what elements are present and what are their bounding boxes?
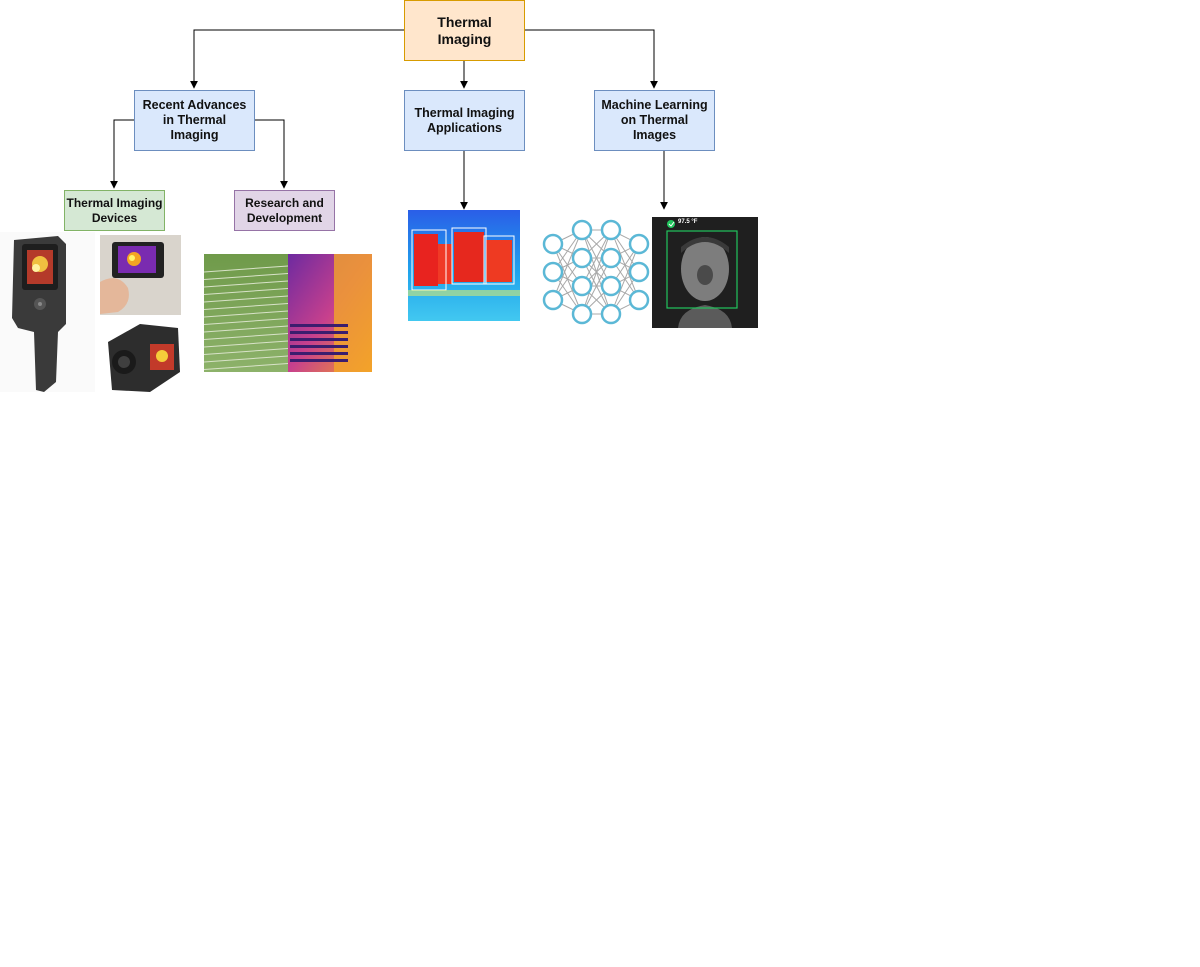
edge-advances-devices	[110, 119, 134, 189]
field-row	[204, 318, 289, 325]
root-node-label: Thermal Imaging	[437, 13, 492, 47]
thermal-face-image: 97.5 °F	[652, 217, 758, 328]
nn-node	[542, 289, 564, 311]
field-row	[204, 348, 289, 355]
thermal-row	[290, 331, 348, 334]
nn-node	[600, 303, 622, 325]
field-row	[204, 355, 289, 363]
thermal-row	[290, 352, 348, 355]
nn-node	[600, 275, 622, 297]
edge-advances-research	[255, 119, 288, 189]
node-machine-learning-label: Machine Learning on Thermal Images	[601, 98, 708, 142]
neural-network-image	[542, 216, 654, 328]
face-temperature-label: 97.5 °F	[678, 219, 698, 225]
node-recent-advances-label: Recent Advances in Thermal Imaging	[142, 98, 247, 142]
thermal-devices-image	[0, 232, 182, 392]
nn-edge	[581, 229, 612, 287]
edge-root-ml	[525, 29, 658, 89]
field-row	[204, 303, 289, 310]
thermal-row	[290, 345, 348, 348]
nn-node	[628, 233, 650, 255]
nn-node	[600, 247, 622, 269]
field-row	[204, 363, 289, 370]
nn-node	[571, 275, 593, 297]
thermal-row	[290, 338, 348, 341]
field-row	[204, 310, 289, 318]
nn-node	[571, 247, 593, 269]
field-row	[204, 288, 289, 295]
nn-edge	[581, 229, 612, 315]
nn-node	[542, 233, 564, 255]
field-row	[204, 273, 289, 280]
field-row	[204, 333, 289, 340]
node-recent-advances: Recent Advances in Thermal Imaging	[134, 90, 255, 151]
nn-node	[628, 289, 650, 311]
thermal-row	[290, 359, 348, 362]
edge-root-advances	[190, 29, 404, 89]
node-applications: Thermal Imaging Applications	[404, 90, 525, 151]
field-row	[204, 325, 289, 333]
nn-edge	[581, 257, 612, 315]
nn-node	[628, 261, 650, 283]
node-research-label: Research and Development	[245, 196, 324, 225]
nn-edge	[610, 243, 640, 315]
root-node-thermal-imaging: Thermal Imaging	[404, 0, 525, 61]
field-row	[204, 340, 289, 348]
node-devices-label: Thermal Imaging Devices	[66, 196, 163, 225]
nn-node	[542, 261, 564, 283]
nn-node	[571, 219, 593, 241]
field-row	[204, 280, 289, 288]
nn-node	[571, 303, 593, 325]
check-icon	[667, 220, 675, 228]
node-devices: Thermal Imaging Devices	[64, 190, 165, 231]
node-machine-learning: Machine Learning on Thermal Images	[594, 90, 715, 151]
thermal-row	[290, 324, 348, 327]
aerial-field-thermal-image	[204, 254, 372, 372]
node-applications-label: Thermal Imaging Applications	[414, 105, 515, 135]
nn-edge	[552, 229, 583, 301]
field-row	[204, 265, 289, 273]
node-research: Research and Development	[234, 190, 335, 231]
thermal-detection-image	[408, 210, 520, 321]
field-row	[204, 295, 289, 303]
nn-node	[600, 219, 622, 241]
